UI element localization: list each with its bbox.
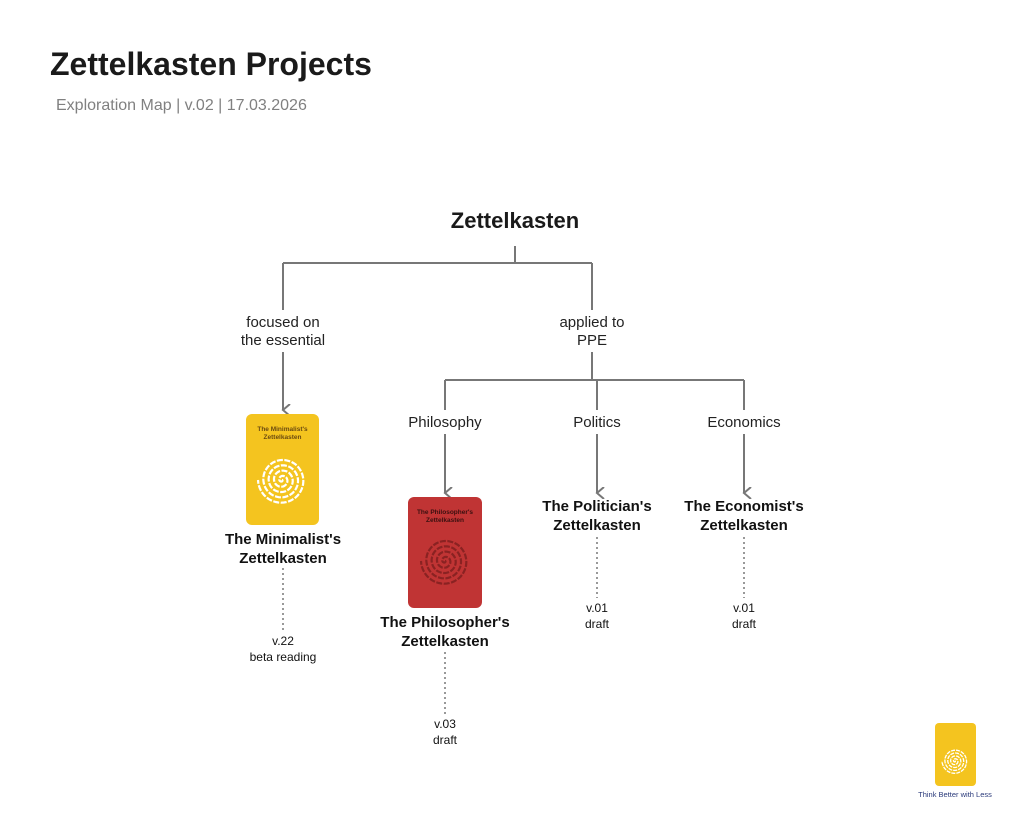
version: v.01 [586, 601, 608, 615]
minimalist-book-cover[interactable]: The Minimalist's Zettelkasten [246, 414, 319, 525]
title-line: Zettelkasten [553, 517, 641, 534]
page-subtitle: Exploration Map | v.02 | 17.03.2026 [56, 97, 307, 114]
label-line: PPE [576, 332, 607, 349]
footer-tagline: Think Better with Less [918, 790, 992, 799]
spiral-icon [256, 458, 305, 504]
book-title-minimalist[interactable]: The Minimalist's Zettelkasten [193, 530, 373, 568]
philosopher-book-cover[interactable]: The Philosopher's Zettelkasten [408, 497, 482, 608]
cover-title: The Minimalist's Zettelkasten [257, 426, 308, 441]
branch-label-essential: focused on the essential [203, 314, 363, 350]
spiral-icon [941, 749, 968, 774]
label-line: applied to [559, 314, 625, 331]
title-line: Zettelkasten [700, 517, 788, 534]
title-line: Zettelkasten [239, 550, 327, 567]
label-line: focused on [246, 314, 320, 331]
status-politician: v.01 draft [537, 600, 657, 632]
version: v.03 [434, 717, 456, 731]
spiral-icon [419, 539, 468, 585]
title-line: The Philosopher's [380, 614, 510, 631]
book-title-economist[interactable]: The Economist's Zettelkasten [654, 497, 834, 535]
title-line: The Economist's [684, 498, 804, 515]
status-minimalist: v.22 beta reading [223, 633, 343, 665]
status: draft [432, 733, 457, 747]
status: draft [731, 617, 756, 631]
sub-branch-philosophy: Philosophy [365, 414, 525, 432]
status: draft [584, 617, 609, 631]
book-title-philosopher[interactable]: The Philosopher's Zettelkasten [355, 613, 535, 651]
status: beta reading [249, 650, 317, 664]
title-line: The Politician's [542, 498, 652, 515]
label-line: the essential [240, 332, 326, 349]
version: v.22 [272, 634, 294, 648]
cover-title: The Philosopher's Zettelkasten [416, 509, 474, 524]
status-philosopher: v.03 draft [385, 716, 505, 748]
title-line: The Minimalist's [224, 531, 342, 548]
title-line: Zettelkasten [401, 633, 489, 650]
sub-branch-politics: Politics [573, 414, 621, 431]
brand-logo [935, 723, 976, 786]
version: v.01 [733, 601, 755, 615]
status-economist: v.01 draft [684, 600, 804, 632]
book-title-politician[interactable]: The Politician's Zettelkasten [507, 497, 687, 535]
page-title: Zettelkasten Projects [50, 46, 372, 82]
branch-label-ppe: applied to PPE [512, 314, 672, 350]
sub-branch-economics: Economics [707, 414, 781, 431]
root-node: Zettelkasten [450, 208, 580, 233]
